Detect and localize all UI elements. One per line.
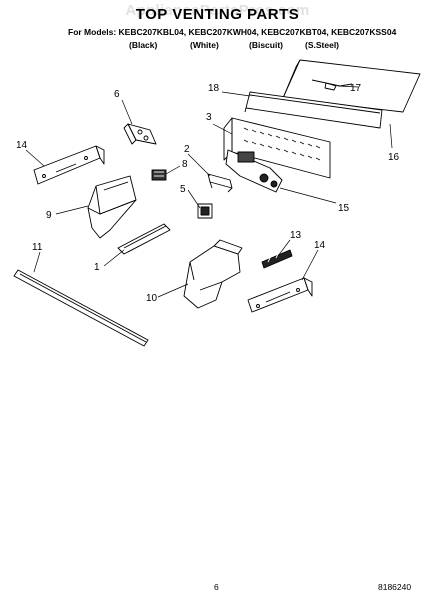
callout-labels: 6 18 17 3 16 15 14 2 8 5 9 1 13 14 11 10: [16, 83, 400, 304]
callout-5: 5: [180, 184, 186, 195]
part-18-shield-plate: [244, 91, 383, 129]
callout-10: 10: [146, 293, 158, 304]
callout-9: 9: [46, 210, 52, 221]
part-16-top-panel: [282, 59, 421, 113]
callout-16: 16: [388, 152, 400, 163]
part-13-long-rail: [13, 269, 149, 347]
callout-11: 13: [290, 230, 302, 241]
models-line: For Models: KEBC207KBL04, KEBC207KWH04, …: [68, 27, 397, 37]
callout-14-left: 14: [16, 140, 28, 151]
part-2-thermal-switch: [207, 173, 233, 193]
watermark: AppliancePartsPros.com: [125, 2, 310, 19]
part-11-terminal-block: [261, 249, 293, 269]
callout-8: 8: [182, 159, 188, 170]
part-5-fan-switch: [197, 203, 213, 219]
callout-17: 17: [350, 83, 362, 94]
leader-lines: [25, 85, 393, 298]
part-10-duct-shroud: [183, 239, 243, 309]
part-3-vent-bracket: [223, 117, 331, 179]
doc-number: 8186240: [378, 582, 412, 592]
finish-black: (Black): [129, 40, 158, 50]
part-14-left-bracket: [33, 145, 105, 185]
page-title: TOP VENTING PARTS: [135, 6, 300, 23]
part-15-fan-motor: [225, 149, 283, 193]
finish-white: (White): [190, 40, 219, 50]
callout-2: 2: [184, 144, 190, 155]
callout-15: 15: [338, 203, 350, 214]
part-1-trim-strip: [117, 223, 171, 255]
callout-6: 6: [114, 89, 120, 100]
callout-1: 1: [94, 262, 100, 273]
part-8-connector: [151, 169, 167, 181]
part-6-small-bracket: [123, 123, 157, 145]
page-number: 6: [214, 582, 219, 592]
finish-biscuit: (Biscuit): [249, 40, 283, 50]
callout-3: 3: [206, 112, 212, 123]
callout-18: 18: [208, 83, 220, 94]
part-14-right-bracket: [247, 277, 313, 313]
part-9-vent-duct: [87, 175, 137, 239]
callout-13: 11: [32, 242, 43, 253]
finish-stainless: (S.Steel): [305, 40, 340, 50]
callout-14-right: 14: [314, 240, 326, 251]
